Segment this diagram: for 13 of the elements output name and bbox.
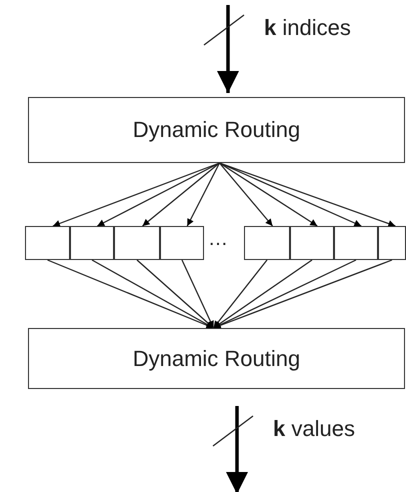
array-cell (160, 226, 204, 260)
process-box (28, 328, 405, 389)
array-cell (114, 226, 160, 260)
array-cell (25, 226, 70, 260)
array-cell (70, 226, 114, 260)
array-cell (334, 226, 378, 260)
box-label: Dynamic Routing (132, 117, 300, 143)
array-cell (378, 226, 406, 260)
array-cell (290, 226, 334, 260)
ellipsis: … (208, 228, 230, 251)
array-cell (244, 226, 290, 260)
process-box (28, 97, 405, 163)
box-label: Dynamic Routing (132, 346, 300, 372)
